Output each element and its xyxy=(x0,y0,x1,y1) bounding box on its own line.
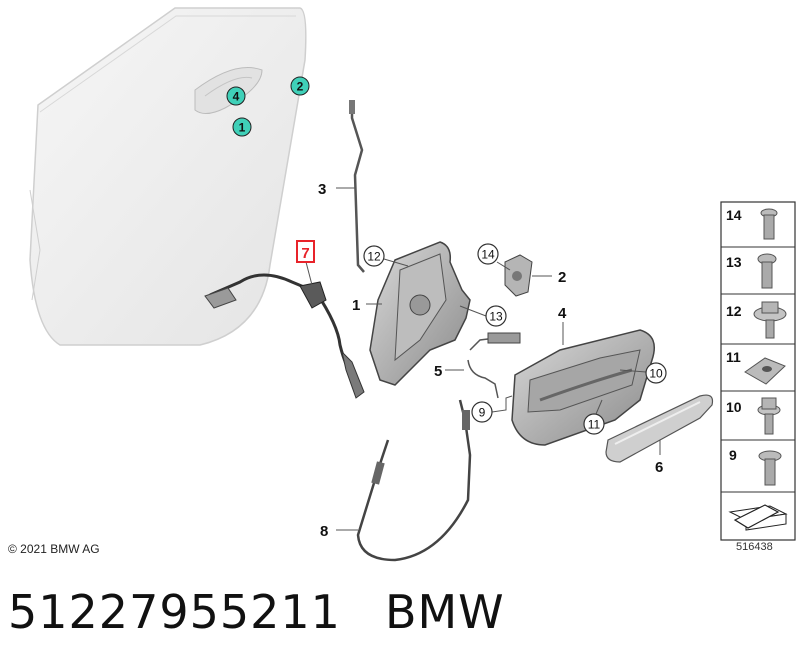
door-callout-1-label: 1 xyxy=(239,121,246,135)
fastener-sidebar: 14 13 12 11 10 9 xyxy=(720,201,796,541)
callout-12-bubble: 12 xyxy=(363,245,409,267)
torx-screw-icon xyxy=(758,450,782,486)
callout-4: 4 xyxy=(558,305,567,322)
callout-14: 14 xyxy=(481,248,495,262)
callout-12: 12 xyxy=(367,250,381,264)
sidebar-num-11: 11 xyxy=(726,349,741,365)
sidebar-num-14: 14 xyxy=(726,207,742,223)
part-6-trim-cover: 6 xyxy=(605,394,714,476)
callout-7: 7 xyxy=(301,245,309,262)
door-callout-4-label: 4 xyxy=(233,90,240,104)
callout-13: 13 xyxy=(489,310,503,324)
callout-9-bubble: 9 xyxy=(471,395,513,423)
part-5-connecting-rod: 5 xyxy=(434,332,521,399)
torx-screw-icon xyxy=(757,253,777,289)
highlight-box xyxy=(296,240,315,263)
part-1-door-lock: 1 xyxy=(352,241,471,386)
callout-3: 3 xyxy=(318,181,326,198)
part-footer: 51227955211 BMW xyxy=(8,585,505,639)
callout-11-bubble: 11 xyxy=(583,399,605,435)
callout-8: 8 xyxy=(320,523,328,540)
copyright-text: © 2021 BMW AG xyxy=(8,542,100,556)
part-8-release-cable: 8 xyxy=(320,399,472,562)
door-callout-1: 1 xyxy=(232,117,252,137)
flange-bolt-icon xyxy=(753,301,787,339)
callout-9: 9 xyxy=(479,406,486,420)
part-2-striker: 2 xyxy=(504,254,566,297)
door-callout-4: 4 xyxy=(226,86,246,106)
location-arrow-icon xyxy=(728,504,788,531)
callout-10: 10 xyxy=(649,367,663,381)
sidebar-num-12: 12 xyxy=(726,303,742,319)
callout-6: 6 xyxy=(655,459,663,476)
part-3-lock-rod: 3 xyxy=(318,100,365,273)
rear-door-panel xyxy=(29,7,307,346)
callout-14-bubble: 14 xyxy=(477,243,511,271)
brand-name: BMW xyxy=(384,585,505,639)
part-7-bowden-cable: 7 xyxy=(204,240,365,399)
sidebar-num-13: 13 xyxy=(726,254,742,270)
callout-5: 5 xyxy=(434,363,442,380)
diagram-number: 516438 xyxy=(736,541,773,553)
door-callout-2: 2 xyxy=(290,76,310,96)
part-4-handle-carrier: 4 xyxy=(511,305,655,446)
part-number: 51227955211 xyxy=(8,585,341,639)
torx-screw-icon xyxy=(760,208,778,240)
callout-13-bubble: 13 xyxy=(459,305,507,327)
hex-bolt-icon xyxy=(757,397,781,435)
callout-10-bubble: 10 xyxy=(619,362,667,384)
sidebar-num-9: 9 xyxy=(729,447,737,463)
sidebar-num-10: 10 xyxy=(726,399,742,415)
door-callout-2-label: 2 xyxy=(297,80,304,94)
callout-11: 11 xyxy=(588,418,601,432)
callout-1: 1 xyxy=(352,297,360,314)
callout-2: 2 xyxy=(558,269,566,286)
clip-nut-icon xyxy=(744,357,786,385)
